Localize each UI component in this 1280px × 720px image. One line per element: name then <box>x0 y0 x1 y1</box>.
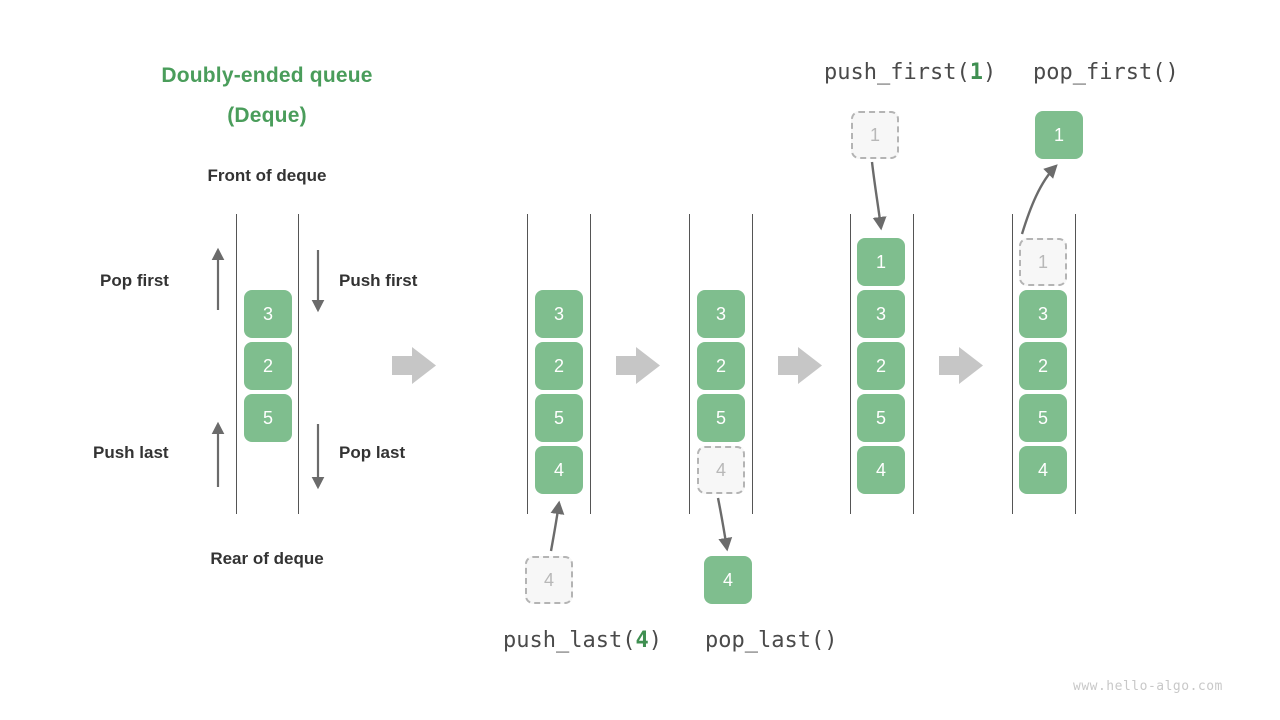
cell-value: 2 <box>553 355 564 376</box>
deque-cell: 3 <box>244 290 292 338</box>
pop-first-outgoing-cell: 1 <box>1035 111 1083 159</box>
pop-last-flow-arrow-icon <box>716 497 733 552</box>
deque-cell: 3 <box>697 290 745 338</box>
cell-value: 2 <box>1037 355 1048 376</box>
pop-first-operation-label: pop_first() <box>1033 60 1179 85</box>
push-last-op-arg: 4 <box>635 628 649 653</box>
deque-cell: 5 <box>697 394 745 442</box>
pop-last-operation-label: pop_last() <box>705 628 837 653</box>
push-first-op-name: push_first( <box>824 60 970 85</box>
front-of-deque-label: Front of deque <box>207 166 327 185</box>
deque-cell: 2 <box>1019 342 1067 390</box>
pop-last-outgoing-cell: 4 <box>704 556 752 604</box>
push-first-flow-arrow-icon <box>870 161 887 231</box>
push-first-operation-label: push_first(1) <box>824 60 996 85</box>
deque-cell: 4 <box>535 446 583 494</box>
cell-value: 4 <box>1037 459 1048 480</box>
title-line-1: Doubly-ended queue <box>161 64 373 87</box>
deque-cell: 4 <box>857 446 905 494</box>
cell-value: 3 <box>875 303 886 324</box>
pop-last-op-name: pop_last() <box>705 628 838 653</box>
transition-arrow-icon <box>939 347 983 384</box>
push-first-incoming-cell: 1 <box>851 111 899 159</box>
deque-cell: 3 <box>1019 290 1067 338</box>
deque-cell: 2 <box>244 342 292 390</box>
pop-first-label: Pop first <box>100 271 169 290</box>
push-last-label: Push last <box>93 443 169 462</box>
cell-value: 1 <box>875 251 886 272</box>
deque-cell: 2 <box>697 342 745 390</box>
cell-value: 4 <box>875 459 886 480</box>
cell-value: 1 <box>1053 124 1064 145</box>
push-last-op-close: ) <box>648 628 662 653</box>
push-first-label: Push first <box>339 271 418 290</box>
deque-rail-right <box>590 214 591 514</box>
cell-value: 5 <box>1037 407 1048 428</box>
deque-rail-left <box>527 214 528 514</box>
transition-arrow-icon <box>616 347 660 384</box>
deque-rail-right <box>1075 214 1076 514</box>
cell-value: 2 <box>715 355 726 376</box>
deque-rail-right <box>298 214 299 514</box>
title-line-2: (Deque) <box>227 104 307 127</box>
cell-value: 1 <box>869 124 880 145</box>
watermark: www.hello-algo.com <box>1073 679 1223 694</box>
push-last-incoming-cell: 4 <box>525 556 573 604</box>
cell-value: 2 <box>875 355 886 376</box>
deque-rail-right <box>913 214 914 514</box>
deque-cell: 3 <box>857 290 905 338</box>
deque-rail-right <box>752 214 753 514</box>
push-first-op-close: ) <box>982 60 997 85</box>
cell-value: 3 <box>1037 303 1048 324</box>
cell-value: 4 <box>715 459 726 480</box>
cell-value: 1 <box>1037 251 1048 272</box>
deque-rail-left <box>850 214 851 514</box>
page-title: Doubly-ended queue (Deque) <box>142 56 392 136</box>
deque-rail-left <box>689 214 690 514</box>
pop-first-op-name: pop_first() <box>1033 60 1179 85</box>
cell-value: 3 <box>262 303 273 324</box>
deque-cell: 5 <box>244 394 292 442</box>
rear-of-deque-label: Rear of deque <box>210 549 324 568</box>
deque-cell: 2 <box>535 342 583 390</box>
transition-arrow-icon <box>392 347 436 384</box>
cell-value: 5 <box>715 407 726 428</box>
pop-last-label: Pop last <box>339 443 406 462</box>
deque-cell: 1 <box>1019 238 1067 286</box>
push-last-operation-label: push_last(4) <box>503 628 662 653</box>
pop-first-flow-arrow-icon <box>1020 164 1058 235</box>
push-first-op-arg: 1 <box>969 60 983 85</box>
deque-cell: 2 <box>857 342 905 390</box>
cell-value: 4 <box>722 569 733 590</box>
cell-value: 3 <box>715 303 726 324</box>
cell-value: 5 <box>875 407 886 428</box>
cell-value: 4 <box>553 459 564 480</box>
deque-cell: 4 <box>697 446 745 494</box>
deque-cell: 1 <box>857 238 905 286</box>
push-last-flow-arrow-icon <box>549 500 565 552</box>
deque-cell: 5 <box>857 394 905 442</box>
cell-value: 3 <box>553 303 564 324</box>
cell-value: 2 <box>262 355 273 376</box>
transition-arrow-icon <box>778 347 822 384</box>
cell-value: 4 <box>543 569 554 590</box>
deque-cell: 5 <box>535 394 583 442</box>
push-last-op-name: push_last( <box>503 628 636 653</box>
deque-cell: 5 <box>1019 394 1067 442</box>
cell-value: 5 <box>553 407 564 428</box>
deque-cell: 4 <box>1019 446 1067 494</box>
cell-value: 5 <box>262 407 273 428</box>
deque-cell: 3 <box>535 290 583 338</box>
deque-rail-left <box>236 214 237 514</box>
deque-rail-left <box>1012 214 1013 514</box>
